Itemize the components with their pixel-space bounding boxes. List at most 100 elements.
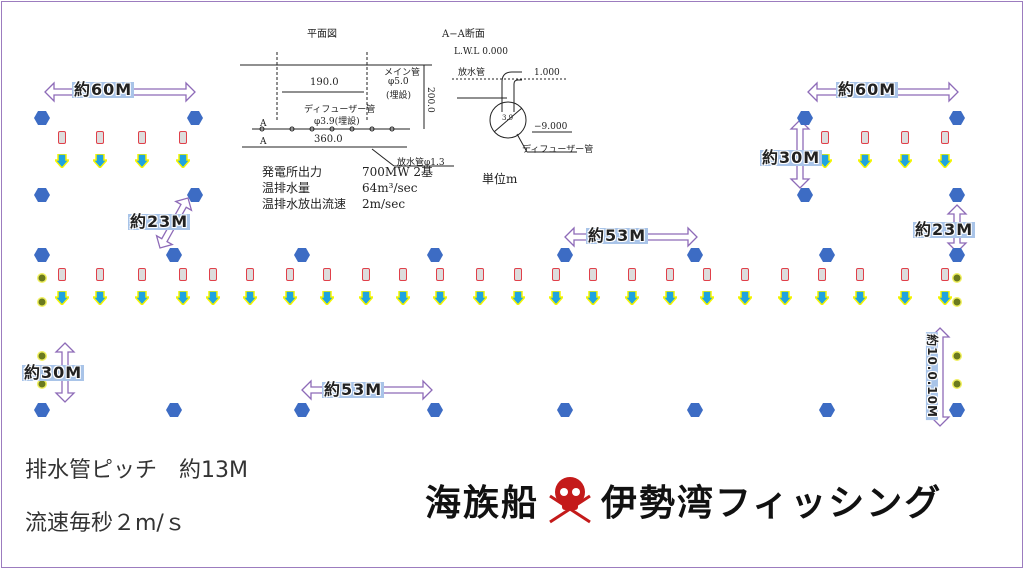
spec-value: 700MW 2基 — [362, 165, 433, 179]
a-mark-top: A — [260, 119, 267, 129]
flow-arrow-icon — [896, 153, 914, 170]
diffuser-dia: φ3.9(埋設) — [314, 117, 360, 127]
spec-value: 64m³/sec — [362, 181, 418, 195]
flow-arrow-icon — [133, 290, 151, 307]
logo-text-right: 伊勢湾フィッシング — [601, 482, 943, 524]
unit-label: 単位m — [482, 172, 518, 186]
diffuser-icon — [246, 268, 254, 281]
flow-arrow-icon — [509, 290, 527, 307]
diffuser-icon — [323, 268, 331, 281]
diffuser-icon — [362, 268, 370, 281]
flow-arrow-icon — [661, 290, 679, 307]
marker-dot-icon — [38, 298, 46, 306]
spec-key: 発電所出力 — [262, 165, 323, 179]
outlet-node-icon — [949, 248, 965, 262]
flow-arrow-icon — [851, 290, 869, 307]
diffuser-icon — [821, 131, 829, 144]
flow-arrow-icon — [91, 153, 109, 170]
marker-dot-icon — [953, 274, 961, 282]
diffuser-icon — [399, 268, 407, 281]
specs: 発電所出力 700MW 2基 温排水量 64m³/sec 温排水放出流速 2m/sec — [262, 164, 433, 212]
flow-arrow-icon — [174, 153, 192, 170]
label-top-left-width: 約60M — [72, 80, 135, 99]
outlet-node-icon — [427, 248, 443, 262]
diffuser-icon — [941, 131, 949, 144]
outlet-node-icon — [557, 248, 573, 262]
outlet-node-icon — [34, 188, 50, 202]
flow-arrow-icon — [91, 290, 109, 307]
outlet-node-icon — [819, 403, 835, 417]
diffuser-icon — [179, 131, 187, 144]
logo-text-left: 海族船 — [425, 482, 540, 524]
outlet-node-icon — [294, 248, 310, 262]
flow-arrow-icon — [53, 153, 71, 170]
diffuser-icon — [741, 268, 749, 281]
label-top-right-width: 約60M — [836, 80, 899, 99]
skull-icon — [549, 477, 591, 524]
outlet-node-icon — [797, 111, 813, 125]
flow-arrow-icon — [736, 290, 754, 307]
main-pipe-label: メイン管 — [384, 68, 421, 78]
flow-arrow-icon — [281, 290, 299, 307]
label-right-gap: 約23M — [913, 220, 976, 239]
diffuser-icon — [179, 268, 187, 281]
main-pipe-dia: φ5.0 — [388, 77, 409, 87]
marker-dot-icon — [953, 380, 961, 388]
diffuser-icon — [58, 268, 66, 281]
section-title: A−A断面 — [442, 29, 485, 40]
diffuser-icon — [436, 268, 444, 281]
outlet-node-icon — [166, 248, 182, 262]
outlet-node-icon — [187, 111, 203, 125]
diffuser-icon — [901, 131, 909, 144]
buried-label: (埋設) — [386, 91, 412, 101]
section-discharge-label: 放水管 — [458, 68, 486, 78]
outlet-node-icon — [687, 403, 703, 417]
marker-dot-icon — [953, 352, 961, 360]
outlet-node-icon — [294, 403, 310, 417]
diffuser-icon — [552, 268, 560, 281]
logo: 海族船 伊勢湾フィッシング — [425, 470, 995, 530]
flow-arrow-icon — [471, 290, 489, 307]
outlet-node-icon — [949, 188, 965, 202]
diffuser-icon — [941, 268, 949, 281]
diffuser-icon — [96, 131, 104, 144]
flow-arrow-icon — [776, 290, 794, 307]
outlet-node-icon — [427, 403, 443, 417]
outlet-node-icon — [34, 248, 50, 262]
dim-190: 190.0 — [310, 77, 339, 88]
flow-arrow-icon — [936, 153, 954, 170]
diffuser-icon — [514, 268, 522, 281]
label-bottom-left-height: 約30M — [22, 363, 85, 382]
spec-key: 温排水放出流速 — [262, 197, 347, 211]
flow-arrow-icon — [53, 290, 71, 307]
flow-arrow-icon — [241, 290, 259, 307]
outlet-node-icon — [819, 248, 835, 262]
label-right-vertical: 約10.0.10M — [924, 332, 939, 420]
diffuser-icon — [781, 268, 789, 281]
diffuser-icon — [703, 268, 711, 281]
depth-1: 1.000 — [534, 68, 560, 78]
outlet-node-icon — [166, 403, 182, 417]
diffuser-icon — [209, 268, 217, 281]
outlet-node-icon — [687, 248, 703, 262]
marker-dot-icon — [38, 352, 46, 360]
flow-arrow-icon — [204, 290, 222, 307]
diffuser-icon — [901, 268, 909, 281]
diffuser-label: ディフューザー管 — [304, 105, 376, 115]
outlet-node-icon — [557, 403, 573, 417]
spec-key: 温排水量 — [262, 181, 311, 195]
label-top-right-height: 約30M — [760, 148, 823, 167]
diffuser-icon — [861, 131, 869, 144]
section-diffuser-label: ディフューザー管 — [522, 145, 594, 155]
flow-arrow-icon — [547, 290, 565, 307]
plan-title: 平面図 — [307, 29, 337, 40]
flow-arrow-icon — [936, 290, 954, 307]
outlet-node-icon — [34, 403, 50, 417]
outlet-node-icon — [34, 111, 50, 125]
marker-dot-icon — [38, 274, 46, 282]
spec-value: 2m/sec — [362, 197, 406, 211]
flow-note: 流速毎秒２m/ｓ — [25, 511, 186, 536]
flow-arrow-icon — [896, 290, 914, 307]
flow-arrow-icon — [394, 290, 412, 307]
